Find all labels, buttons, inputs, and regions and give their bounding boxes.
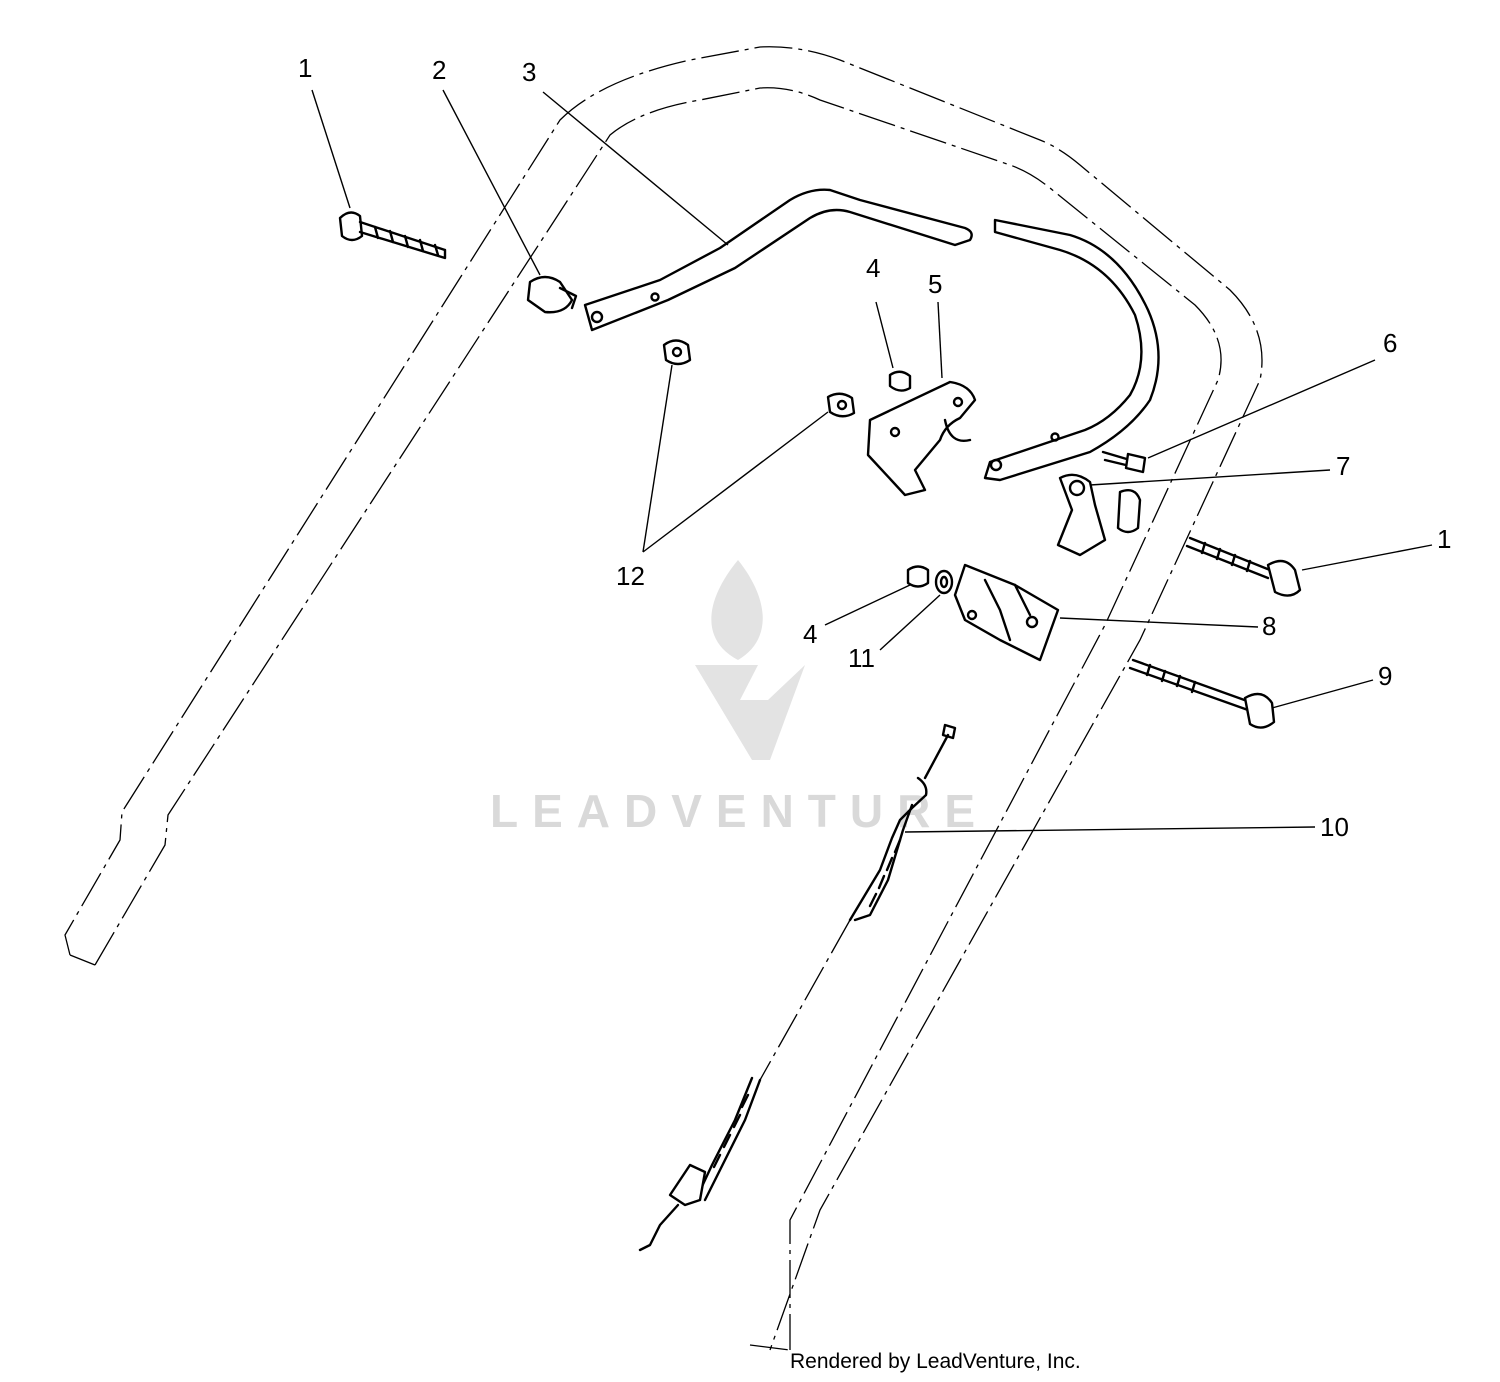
watermark: LEADVENTURE bbox=[490, 560, 989, 837]
bail-handle bbox=[583, 188, 1160, 482]
bushing bbox=[526, 275, 578, 314]
callout-7: 7 bbox=[1336, 451, 1350, 481]
callout-2: 2 bbox=[432, 55, 446, 85]
control-cable bbox=[638, 723, 957, 1252]
callout-6: 6 bbox=[1383, 328, 1397, 358]
callout-10: 10 bbox=[1320, 812, 1349, 842]
nut-12-left bbox=[662, 339, 692, 366]
control-housing bbox=[953, 563, 1060, 662]
callout-9: 9 bbox=[1378, 661, 1392, 691]
callout-1-upper: 1 bbox=[298, 53, 312, 83]
callout-3: 3 bbox=[522, 57, 536, 87]
callout-labels: 1 2 3 4 5 6 7 1 12 4 11 8 9 10 bbox=[298, 53, 1451, 842]
callout-12: 12 bbox=[616, 561, 645, 591]
nut-4-bottom bbox=[906, 565, 930, 588]
watermark-text: LEADVENTURE bbox=[490, 785, 989, 837]
callout-8: 8 bbox=[1262, 611, 1276, 641]
bolt-upper-left bbox=[338, 211, 447, 260]
handle-frame-outline bbox=[64, 46, 1263, 1351]
callout-1-right: 1 bbox=[1437, 524, 1451, 554]
callout-11: 11 bbox=[848, 643, 875, 673]
credit-text: Rendered by LeadVenture, Inc. bbox=[790, 1350, 1081, 1373]
washer bbox=[934, 569, 954, 595]
nut-12-right bbox=[826, 392, 856, 418]
v-logo-icon bbox=[695, 665, 805, 760]
callout-4-lower: 4 bbox=[803, 619, 817, 649]
bolt-right bbox=[1185, 536, 1302, 597]
flame-logo-icon bbox=[711, 560, 763, 660]
control-bracket bbox=[866, 380, 977, 497]
leader-lines bbox=[311, 89, 1433, 833]
screw bbox=[1101, 450, 1147, 474]
callout-4-upper: 4 bbox=[866, 253, 880, 283]
control-lever bbox=[1056, 473, 1142, 557]
nut-4-top bbox=[888, 370, 912, 392]
callout-5: 5 bbox=[928, 269, 942, 299]
bolt-9 bbox=[1128, 658, 1276, 729]
